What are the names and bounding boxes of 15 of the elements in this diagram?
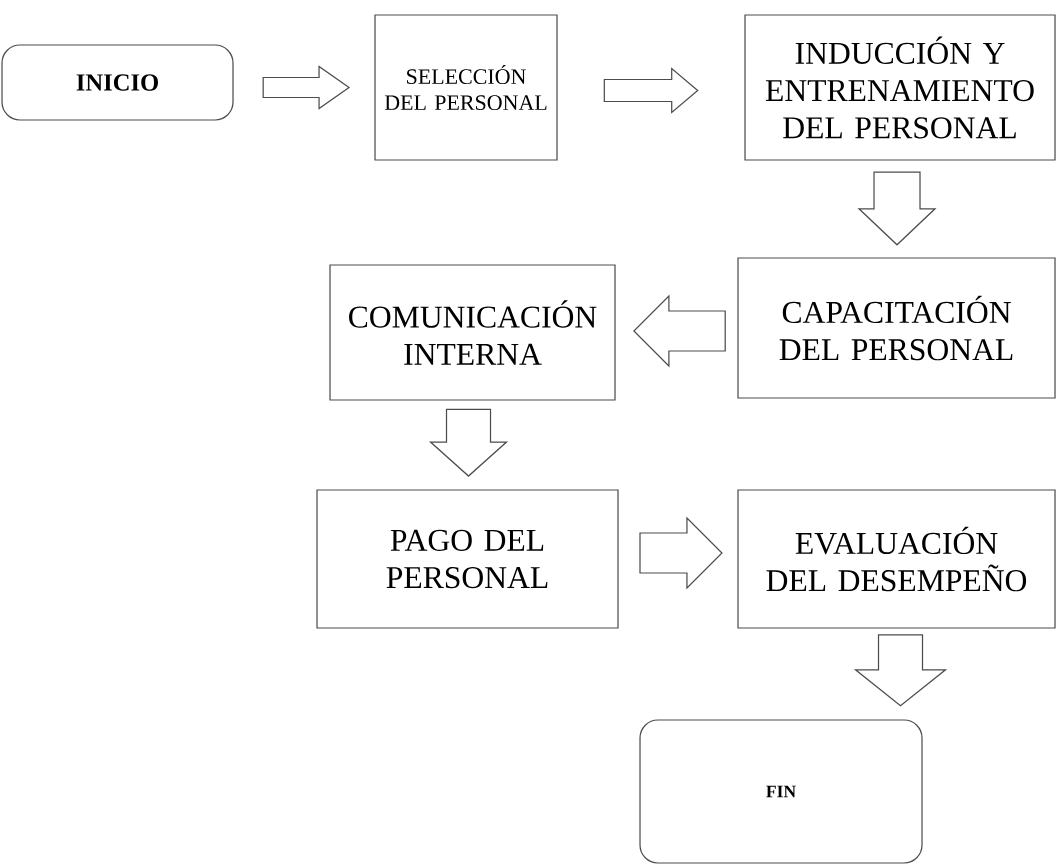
block-arrow [633, 294, 726, 368]
block-arrow [639, 516, 723, 590]
block-arrow [853, 634, 948, 707]
start-box: INICIO [1, 44, 234, 121]
block-arrow [428, 408, 509, 477]
process-box: SELECCIÓN DEL PERSONAL [374, 14, 558, 161]
block-arrow [603, 67, 699, 114]
process-box: INDUCCIÓN Y ENTRENAMIENTO DEL PERSONAL [744, 14, 1056, 161]
block-arrow [262, 65, 351, 110]
process-box: COMUNICACIÓN INTERNA [329, 264, 616, 401]
end-box: FIN [639, 719, 923, 864]
process-box: CAPACITACIÓN DEL PERSONAL [737, 257, 1056, 399]
block-arrow [857, 171, 937, 246]
process-box: PAGO DEL PERSONAL [316, 489, 619, 629]
process-box: EVALUACIÓN DEL DESEMPEÑO [737, 489, 1056, 629]
